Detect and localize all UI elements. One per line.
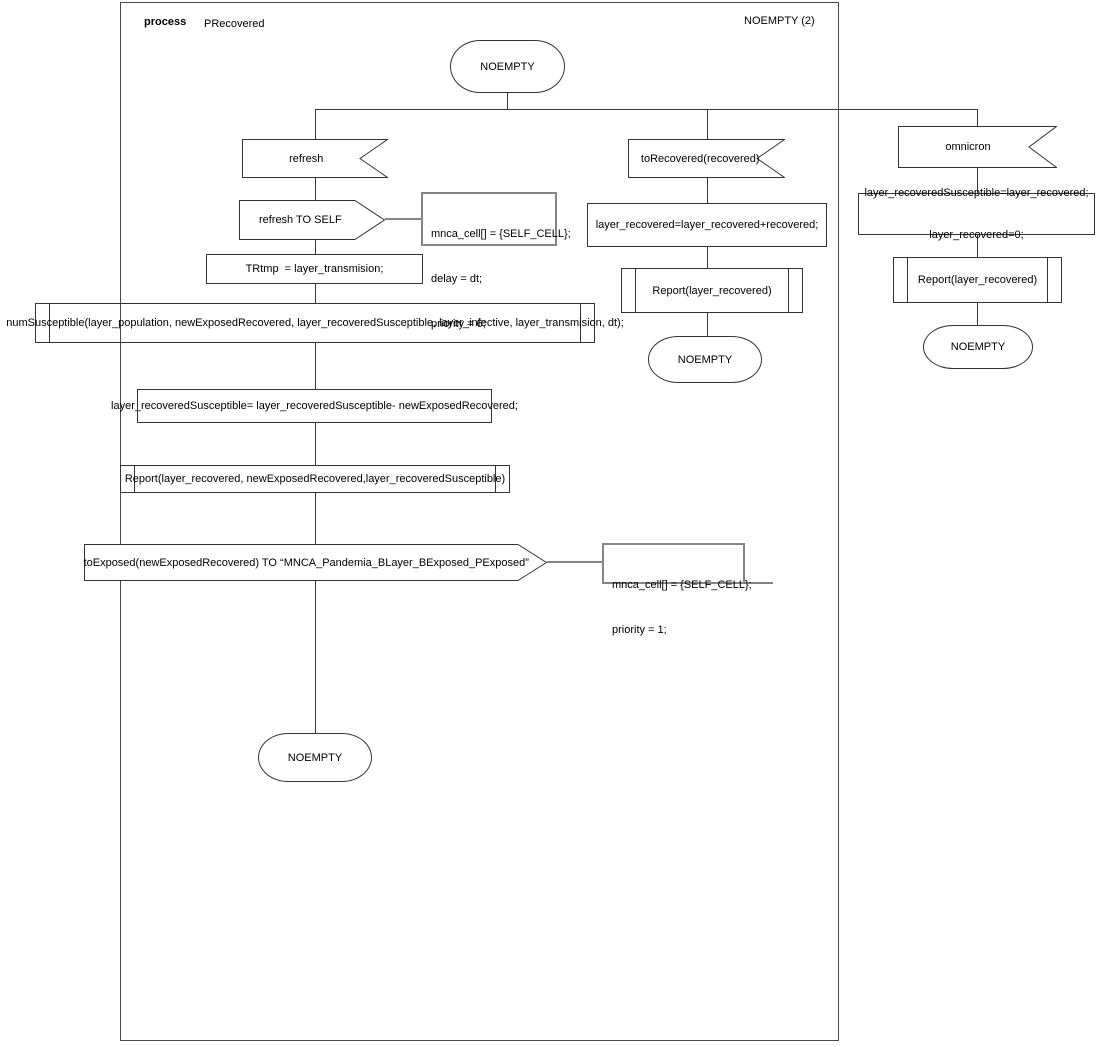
comment-line: priority = 6; <box>431 318 486 330</box>
output-to-exposed: toExposed(newExposedRecovered) TO “MNCA_… <box>84 544 547 581</box>
input-signal-shape <box>628 139 785 178</box>
output-signal-shape <box>239 200 385 240</box>
task-update-recovered-susceptible: layer_recoveredSusceptible= layer_recove… <box>111 389 518 423</box>
connector-top-state-drop <box>507 93 508 110</box>
comment-2-bottom-extension <box>743 582 773 584</box>
input-torecovered-label: toRecovered(recovered) <box>640 152 760 165</box>
procedure-report-right-label: Report(layer_recovered) <box>917 274 1038 286</box>
comment-toexposed-params: mnca_cell[] = {SELF_CELL}; priority = 1; <box>602 543 752 636</box>
state-end-right-label: NOEMPTY <box>950 341 1006 353</box>
state-end-left-label: NOEMPTY <box>287 751 343 764</box>
output-signal-shape <box>84 544 547 581</box>
comment-line: mnca_cell[] = {SELF_CELL}; <box>431 228 571 240</box>
task-line: layer_recoveredSusceptible=layer_recover… <box>864 187 1089 199</box>
page-label: NOEMPTY (2) <box>744 15 815 27</box>
procedure-report-right: Report(layer_recovered) <box>893 257 1062 303</box>
output-refresh-to-self: refresh TO SELF <box>239 200 385 240</box>
procedure-report-middle: Report(layer_recovered) <box>621 268 803 313</box>
procedure-inner-line <box>635 269 636 312</box>
procedure-numsusceptible-label: numSusceptible(layer_population, newExpo… <box>6 317 624 329</box>
input-omnicron: omnicron <box>898 126 1057 168</box>
task-omnicron-reset-label: layer_recoveredSusceptible=layer_recover… <box>864 158 1088 270</box>
input-signal-shape <box>242 139 388 178</box>
connector-left-5 <box>315 423 316 465</box>
state-end-right: NOEMPTY <box>923 325 1033 369</box>
procedure-report-left: Report(layer_recovered, newExposedRecove… <box>120 465 510 493</box>
task-update-recovered-susceptible-label: layer_recoveredSusceptible= layer_recove… <box>111 400 518 412</box>
connector-left-7 <box>315 581 316 733</box>
connector-mid-2 <box>707 247 708 268</box>
input-signal-shape <box>898 126 1057 168</box>
connector-branch-horizontal <box>315 109 978 110</box>
comment-line: delay = dt; <box>431 273 483 285</box>
connector-middle-drop <box>707 109 708 139</box>
connector-right-1 <box>977 168 978 193</box>
procedure-report-middle-label: Report(layer_recovered) <box>652 284 772 297</box>
procedure-inner-line <box>49 304 50 342</box>
procedure-inner-line <box>1047 258 1048 302</box>
connector-left-3 <box>315 284 316 303</box>
connector-right-3 <box>977 303 978 325</box>
connector-right-2 <box>977 235 978 257</box>
state-end-middle: NOEMPTY <box>648 336 762 383</box>
task-line: layer_recovered=0; <box>929 229 1024 241</box>
state-end-left: NOEMPTY <box>258 733 372 782</box>
input-torecovered: toRecovered(recovered) <box>628 139 785 178</box>
procedure-inner-line <box>495 466 496 492</box>
task-add-recovered-label: layer_recovered=layer_recovered+recovere… <box>595 219 819 231</box>
connector-left-1 <box>315 178 316 200</box>
connector-mid-3 <box>707 313 708 336</box>
input-omnicron-label: omnicron <box>945 141 991 153</box>
connector-left-4 <box>315 343 316 389</box>
procedure-inner-line <box>907 258 908 302</box>
task-add-recovered: layer_recovered=layer_recovered+recovere… <box>587 203 827 247</box>
output-to-exposed-label: toExposed(newExposedRecovered) TO “MNCA_… <box>83 556 529 569</box>
state-end-middle-label: NOEMPTY <box>677 353 733 366</box>
input-refresh-label: refresh <box>289 152 324 165</box>
state-start: NOEMPTY <box>450 40 565 93</box>
connector-right-drop <box>977 109 978 126</box>
comment-connector-1 <box>385 218 421 220</box>
connector-left-drop <box>315 109 316 139</box>
comment-connector-2 <box>547 561 602 563</box>
comment-line: priority = 1; <box>612 624 667 636</box>
comment-refresh-params: mnca_cell[] = {SELF_CELL}; delay = dt; p… <box>421 192 571 330</box>
task-omnicron-reset: layer_recoveredSusceptible=layer_recover… <box>858 187 1095 241</box>
procedure-inner-line <box>134 466 135 492</box>
task-trtmp-label: TRtmp = layer_transmision; <box>245 263 384 275</box>
connector-left-6 <box>315 493 316 544</box>
process-name: PRecovered <box>204 18 265 30</box>
process-kind-label: process <box>144 16 187 28</box>
input-refresh: refresh <box>242 139 388 178</box>
state-start-label: NOEMPTY <box>480 60 535 73</box>
procedure-inner-line <box>788 269 789 312</box>
process-frame <box>120 2 839 1041</box>
procedure-report-left-label: Report(layer_recovered, newExposedRecove… <box>124 473 506 485</box>
procedure-inner-line <box>580 304 581 342</box>
procedure-numsusceptible: numSusceptible(layer_population, newExpo… <box>6 303 624 343</box>
connector-left-2 <box>315 240 316 254</box>
connector-mid-1 <box>707 178 708 203</box>
task-trtmp: TRtmp = layer_transmision; <box>206 254 423 284</box>
output-refresh-to-self-label: refresh TO SELF <box>258 214 342 226</box>
comment-line: mnca_cell[] = {SELF_CELL}; <box>612 579 752 591</box>
